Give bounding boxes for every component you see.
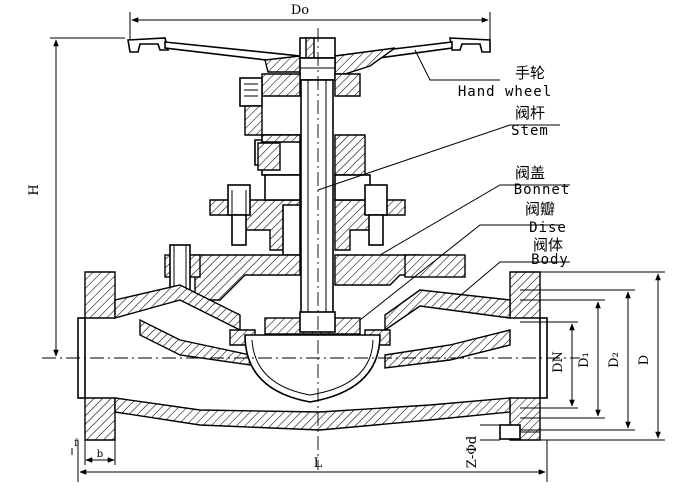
callout-stem: 阀杆 Stem <box>511 104 549 139</box>
disc-en: Dise <box>529 220 567 236</box>
valve-body <box>77 271 548 441</box>
body-zh: 阀体 <box>533 236 563 254</box>
d1-label: D₁ <box>577 352 592 368</box>
dn-label: DN <box>551 351 566 373</box>
do-label: Do <box>291 3 309 18</box>
hand-wheel-zh: 手轮 <box>515 64 545 82</box>
d2-label: D₂ <box>607 352 622 368</box>
handwheel <box>127 37 491 75</box>
h-dimension: H <box>27 37 125 357</box>
callout-leaders <box>317 49 570 321</box>
f-label: f <box>74 438 79 449</box>
callout-hand-wheel: 手轮 Hand wheel <box>458 64 552 100</box>
stem-zh: 阀杆 <box>515 104 545 122</box>
stem-assembly <box>299 37 336 331</box>
bonnet-zh: 阀盖 <box>515 164 545 182</box>
do-dimension: Do <box>129 3 491 40</box>
disc <box>244 334 381 403</box>
callout-body: 阀体 Body <box>531 236 569 268</box>
d-label: D <box>637 355 652 365</box>
hand-wheel-en: Hand wheel <box>458 84 552 100</box>
h-label: H <box>27 184 42 195</box>
stem-en: Stem <box>511 123 549 139</box>
l-label: L <box>314 456 323 471</box>
callout-disc: 阀瓣 Dise <box>525 200 567 236</box>
bonnet-en: Bonnet <box>514 182 571 198</box>
b-label: b <box>97 449 103 460</box>
yoke <box>239 73 366 176</box>
bolt-hole-dim: Z-Φd <box>465 424 540 468</box>
l-dimension: L <box>77 440 548 482</box>
bolt-hole-label: Z-Φd <box>465 436 480 468</box>
body-en: Body <box>531 252 569 268</box>
callout-bonnet: 阀盖 Bonnet <box>514 164 571 198</box>
flange-thickness-dims: b f <box>71 438 116 465</box>
disc-zh: 阀瓣 <box>525 200 555 218</box>
diameter-dims: DN D₁ D₂ D <box>520 271 665 441</box>
